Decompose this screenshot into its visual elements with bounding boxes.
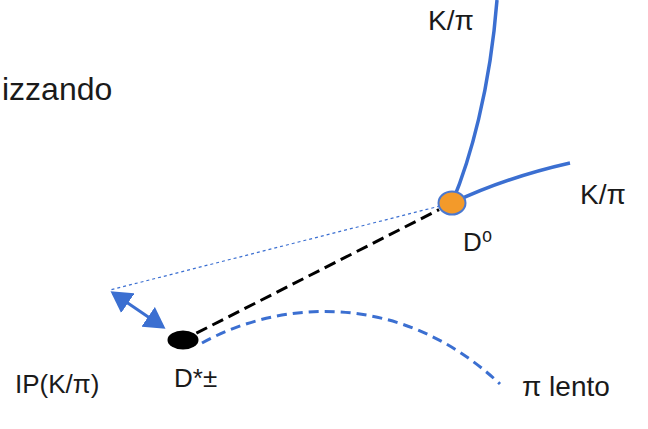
vertex-node: D⁰ — [437, 190, 467, 216]
vertex-ellipse — [437, 190, 467, 216]
annotation-label: π lento — [522, 372, 610, 403]
impact-parameter-arrow — [113, 293, 163, 327]
particle-label: D*± — [174, 364, 217, 393]
particle-label: D⁰ — [463, 228, 492, 257]
annotation-label: IP(K/π) — [15, 370, 99, 399]
kaon-pion-track — [452, 163, 570, 203]
flight-path-connector — [196, 210, 439, 334]
vertex-ellipse — [166, 329, 200, 351]
annotation-label: K/π — [580, 180, 626, 211]
slow-pion-track — [202, 311, 500, 384]
annotation-label: K/π — [428, 6, 474, 37]
vertex-node: D*± — [166, 329, 200, 351]
extrapolation-line — [110, 206, 440, 290]
annotation-label: izzando — [2, 72, 112, 107]
